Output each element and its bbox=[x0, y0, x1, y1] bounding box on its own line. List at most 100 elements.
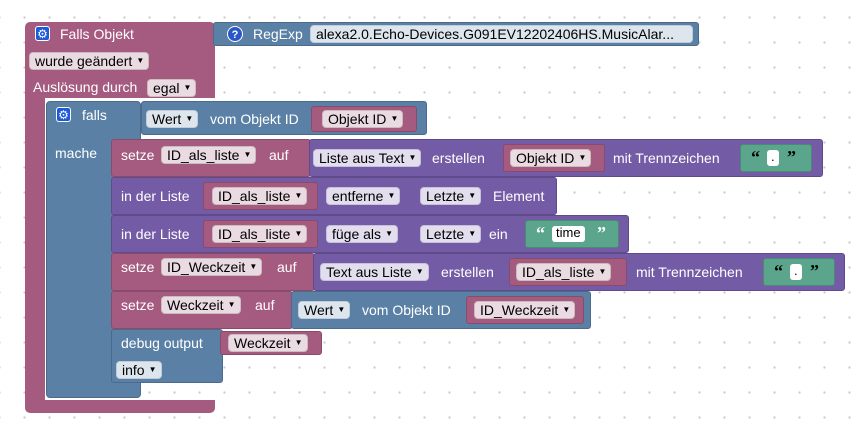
insert-position-value: Letzte bbox=[426, 226, 465, 242]
set3-source-var-value: ID_Weckzeit bbox=[480, 302, 559, 318]
gear-icon[interactable]: ⚙ bbox=[56, 107, 71, 122]
quote-close-icon: ” bbox=[810, 261, 819, 281]
separator-input[interactable]: . bbox=[767, 150, 779, 166]
regexp-input[interactable]: alexa2.0.Echo-Devices.G091EV12202406HS.M… bbox=[310, 25, 693, 43]
set3-var-value: Weckzeit bbox=[167, 297, 224, 313]
set-label: setze bbox=[121, 297, 155, 313]
quote-open-icon: “ bbox=[751, 147, 760, 167]
to-label: auf bbox=[277, 259, 297, 275]
dropdown-arrow-icon: ▼ bbox=[468, 191, 477, 200]
dropdown-arrow-icon: ▼ bbox=[183, 83, 192, 92]
insert-action-dropdown[interactable]: füge als▼ bbox=[326, 225, 399, 243]
help-icon[interactable]: ? bbox=[227, 26, 243, 42]
remove-action-dropdown[interactable]: entferne▼ bbox=[326, 187, 401, 205]
debug-level-dropdown[interactable]: info▼ bbox=[116, 361, 162, 379]
event-block-bottom bbox=[25, 400, 215, 413]
trigger-by-value: egal bbox=[153, 80, 180, 96]
do-label: mache bbox=[55, 145, 98, 161]
from-object-label: vom Objekt ID bbox=[210, 111, 299, 127]
dropdown-arrow-icon: ▼ bbox=[136, 56, 145, 65]
list-insert-var-value: ID_als_liste bbox=[218, 226, 291, 242]
insert-action-value: füge als bbox=[332, 226, 382, 242]
set2-source-var-dropdown[interactable]: ID_als_liste▼ bbox=[516, 263, 612, 281]
trigger-by-dropdown[interactable]: egal▼ bbox=[147, 79, 197, 97]
text-from-list-dropdown[interactable]: Text aus Liste▼ bbox=[320, 263, 429, 281]
set1-var-dropdown[interactable]: ID_als_liste▼ bbox=[161, 146, 257, 164]
quote-close-icon: ” bbox=[787, 147, 796, 167]
debug-label: debug output bbox=[121, 335, 203, 351]
set2-var-value: ID_Weckzeit bbox=[167, 259, 246, 275]
dropdown-arrow-icon: ▼ bbox=[243, 150, 252, 159]
one-label: ein bbox=[489, 226, 508, 242]
event-block-spine bbox=[25, 96, 45, 404]
element-label: Element bbox=[493, 188, 545, 204]
quote-close-icon: ” bbox=[597, 223, 606, 243]
value-dropdown-text: Wert bbox=[152, 111, 182, 127]
debug-var-dropdown[interactable]: Weckzeit▼ bbox=[228, 334, 308, 352]
to-label: auf bbox=[269, 147, 289, 163]
to-label: auf bbox=[255, 297, 275, 313]
set3-source-var-dropdown[interactable]: ID_Weckzeit▼ bbox=[474, 301, 576, 319]
in-list-label: in der Liste bbox=[121, 188, 190, 204]
list-from-text-dropdown[interactable]: Liste aus Text▼ bbox=[313, 149, 422, 167]
quote-open-icon: “ bbox=[774, 261, 783, 281]
insert-position-dropdown[interactable]: Letzte▼ bbox=[420, 225, 482, 243]
dropdown-arrow-icon: ▼ bbox=[385, 229, 394, 238]
dropdown-arrow-icon: ▼ bbox=[227, 300, 236, 309]
dropdown-arrow-icon: ▼ bbox=[578, 153, 587, 162]
debug-level-value: info bbox=[122, 362, 145, 378]
set-label: setze bbox=[121, 259, 155, 275]
separator-label: mit Trennzeichen bbox=[636, 264, 743, 280]
list-remove-var-dropdown[interactable]: ID_als_liste▼ bbox=[212, 187, 308, 205]
create-label: erstellen bbox=[441, 264, 494, 280]
dropdown-arrow-icon: ▼ bbox=[415, 267, 424, 276]
set-label: setze bbox=[121, 147, 155, 163]
set1-var-value: ID_als_liste bbox=[167, 147, 240, 163]
dropdown-arrow-icon: ▼ bbox=[387, 191, 396, 200]
change-type-dropdown[interactable]: wurde geändert▼ bbox=[29, 52, 150, 70]
set1-source-var-value: Objekt ID bbox=[516, 150, 575, 166]
separator-input[interactable]: . bbox=[790, 264, 802, 280]
dropdown-arrow-icon: ▼ bbox=[408, 153, 417, 162]
value-dropdown[interactable]: Wert▼ bbox=[146, 110, 199, 128]
time-text-input[interactable]: time bbox=[552, 226, 585, 242]
dropdown-arrow-icon: ▼ bbox=[185, 114, 194, 123]
dropdown-arrow-icon: ▼ bbox=[294, 191, 303, 200]
trigger-title: Falls Objekt bbox=[60, 26, 134, 42]
trigger-by-label: Auslösung durch bbox=[33, 79, 138, 95]
set3-var-dropdown[interactable]: Weckzeit▼ bbox=[161, 296, 241, 314]
list-remove-var-value: ID_als_liste bbox=[218, 188, 291, 204]
dropdown-arrow-icon: ▼ bbox=[249, 262, 258, 271]
in-list-label: in der Liste bbox=[121, 226, 190, 242]
change-type-value: wurde geändert bbox=[35, 53, 133, 69]
remove-position-dropdown[interactable]: Letzte▼ bbox=[420, 187, 482, 205]
set2-source-var-value: ID_als_liste bbox=[522, 264, 595, 280]
set3-value-dropdown[interactable]: Wert▼ bbox=[298, 301, 351, 319]
object-id-value: Objekt ID bbox=[328, 111, 387, 127]
debug-var-value: Weckzeit bbox=[234, 335, 291, 351]
set1-source-var-dropdown[interactable]: Objekt ID▼ bbox=[510, 149, 592, 167]
create-label: erstellen bbox=[432, 150, 485, 166]
dropdown-arrow-icon: ▼ bbox=[390, 114, 399, 123]
remove-action-value: entferne bbox=[332, 188, 384, 204]
dropdown-arrow-icon: ▼ bbox=[148, 365, 157, 374]
set3-value-dropdown-text: Wert bbox=[304, 302, 334, 318]
object-id-dropdown[interactable]: Objekt ID▼ bbox=[322, 110, 404, 128]
dropdown-arrow-icon: ▼ bbox=[598, 267, 607, 276]
separator-label: mit Trennzeichen bbox=[613, 150, 720, 166]
set2-var-dropdown[interactable]: ID_Weckzeit▼ bbox=[161, 258, 263, 276]
dropdown-arrow-icon: ▼ bbox=[294, 338, 303, 347]
remove-position-value: Letzte bbox=[426, 188, 465, 204]
if-label: falls bbox=[82, 107, 107, 123]
dropdown-arrow-icon: ▼ bbox=[468, 229, 477, 238]
dropdown-arrow-icon: ▼ bbox=[294, 229, 303, 238]
dropdown-arrow-icon: ▼ bbox=[562, 305, 571, 314]
list-insert-var-dropdown[interactable]: ID_als_liste▼ bbox=[212, 225, 308, 243]
dropdown-arrow-icon: ▼ bbox=[337, 305, 346, 314]
regexp-label: RegExp bbox=[253, 26, 303, 42]
text-from-list-value: Text aus Liste bbox=[326, 264, 412, 280]
gear-icon[interactable]: ⚙ bbox=[35, 26, 50, 41]
from-object-label: vom Objekt ID bbox=[362, 302, 451, 318]
list-from-text-value: Liste aus Text bbox=[319, 150, 405, 166]
quote-open-icon: “ bbox=[536, 223, 545, 243]
